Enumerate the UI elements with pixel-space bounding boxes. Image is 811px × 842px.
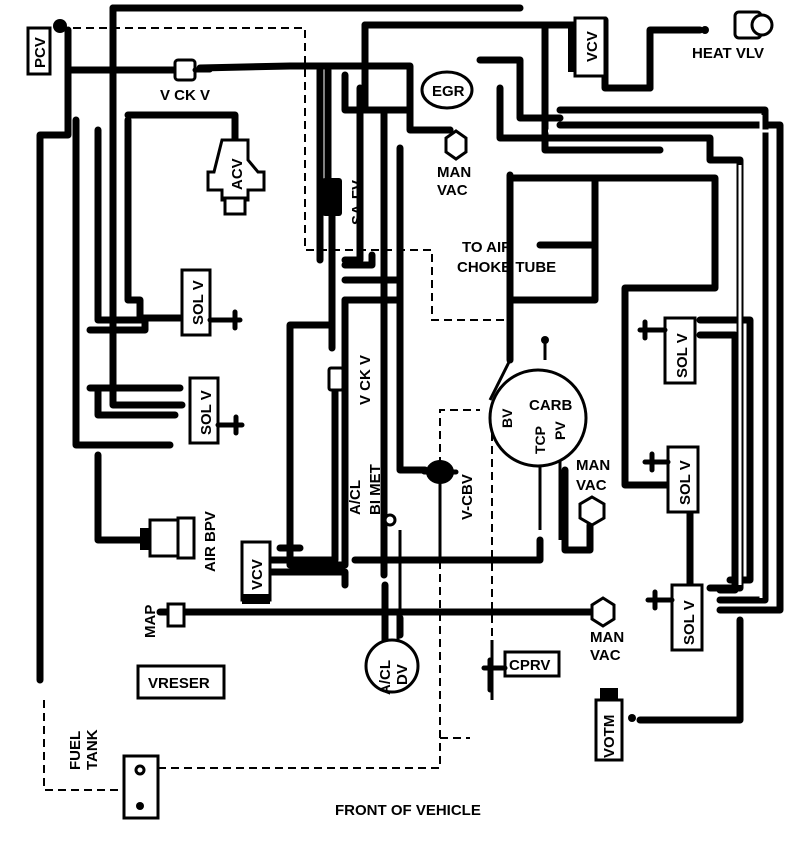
hoses-left xyxy=(36,4,594,684)
acl-dv xyxy=(364,638,420,694)
vcv-top xyxy=(568,16,607,78)
acl-bimet-label-2: BI MET xyxy=(367,464,384,515)
sol-v-1 xyxy=(180,268,243,337)
v-ck-v-mid xyxy=(327,366,345,392)
sa-fv xyxy=(322,178,342,216)
v-cbv xyxy=(421,460,459,484)
acv-label: ACV xyxy=(229,158,246,190)
sol-v-5-label: SOL V xyxy=(681,600,698,645)
man-vac-low-label-2: VAC xyxy=(590,647,621,664)
man-vac-low xyxy=(590,596,616,628)
cprv-label: CPRV xyxy=(509,657,550,674)
vcv-top-label: VCV xyxy=(584,31,601,62)
sol-v-3 xyxy=(637,316,697,385)
man-vac-mid xyxy=(578,495,606,527)
front-of-vehicle-label: FRONT OF VEHICLE xyxy=(335,802,481,819)
acl-bimet xyxy=(383,513,397,527)
air-bpv-label: AIR BPV xyxy=(202,511,219,572)
sol-v-2 xyxy=(188,376,245,445)
dashed-lines xyxy=(43,27,510,791)
sol-v-1-label: SOL V xyxy=(190,280,207,325)
sol-v-4-label: SOL V xyxy=(677,460,694,505)
man-vac-mid-label-2: VAC xyxy=(576,477,607,494)
v-ck-v-mid-label: V CK V xyxy=(357,355,374,405)
egr-valve xyxy=(420,70,474,110)
map-label: MAP xyxy=(142,605,159,638)
sol-v-3-label: SOL V xyxy=(674,333,691,378)
acl-dv-label-1: A/CL xyxy=(377,660,394,695)
map-sensor xyxy=(166,602,186,628)
vcv-bottom xyxy=(240,540,272,604)
man-vac-top-label-1: MAN xyxy=(437,164,471,181)
man-vac-low-label-1: MAN xyxy=(590,629,624,646)
vcv-bottom-label: VCV xyxy=(249,559,266,590)
carb-label: CARB xyxy=(529,397,572,414)
fuel-tank-label-2: TANK xyxy=(84,729,101,770)
man-vac-mid-label-1: MAN xyxy=(576,457,610,474)
fuel-tank-label-1: FUEL xyxy=(67,731,84,770)
pcv-valve xyxy=(26,19,67,76)
tcp-label: TCP xyxy=(532,426,548,454)
man-vac-top-label-2: VAC xyxy=(437,182,468,199)
sol-v-2-label: SOL V xyxy=(198,390,215,435)
hose-separators xyxy=(548,115,776,598)
v-ck-v-top-label: V CK V xyxy=(160,87,210,104)
votm xyxy=(594,688,636,762)
cprv xyxy=(481,650,561,693)
sol-v-5 xyxy=(645,583,704,652)
v-cbv-label: V-CBV xyxy=(459,474,476,520)
pcv-label: PCV xyxy=(32,37,49,68)
air-bpv xyxy=(140,516,196,560)
vreser-label: VRESER xyxy=(148,675,210,692)
acl-bimet-label-1: A/CL xyxy=(347,480,364,515)
acl-dv-label-2: DV xyxy=(394,664,411,685)
acv xyxy=(206,138,266,216)
bv-label: BV xyxy=(499,408,515,428)
sa-fv-label: SA-FV xyxy=(349,180,366,225)
v-ck-v-top xyxy=(173,58,213,82)
sol-v-4 xyxy=(642,445,700,514)
carb xyxy=(488,336,588,468)
pv-label: PV xyxy=(552,421,568,440)
man-vac-top xyxy=(444,129,468,161)
heat-valve xyxy=(701,10,774,40)
egr-label: EGR xyxy=(432,83,465,100)
to-air-label-2: CHOKE TUBE xyxy=(457,259,556,276)
to-air-label-1: TO AIR xyxy=(462,239,512,256)
votm-label: VOTM xyxy=(601,715,618,758)
hoses-right xyxy=(361,16,784,724)
heat-vlv-label: HEAT VLV xyxy=(692,45,764,62)
fuel-tank xyxy=(122,754,160,820)
vreser xyxy=(136,664,226,700)
